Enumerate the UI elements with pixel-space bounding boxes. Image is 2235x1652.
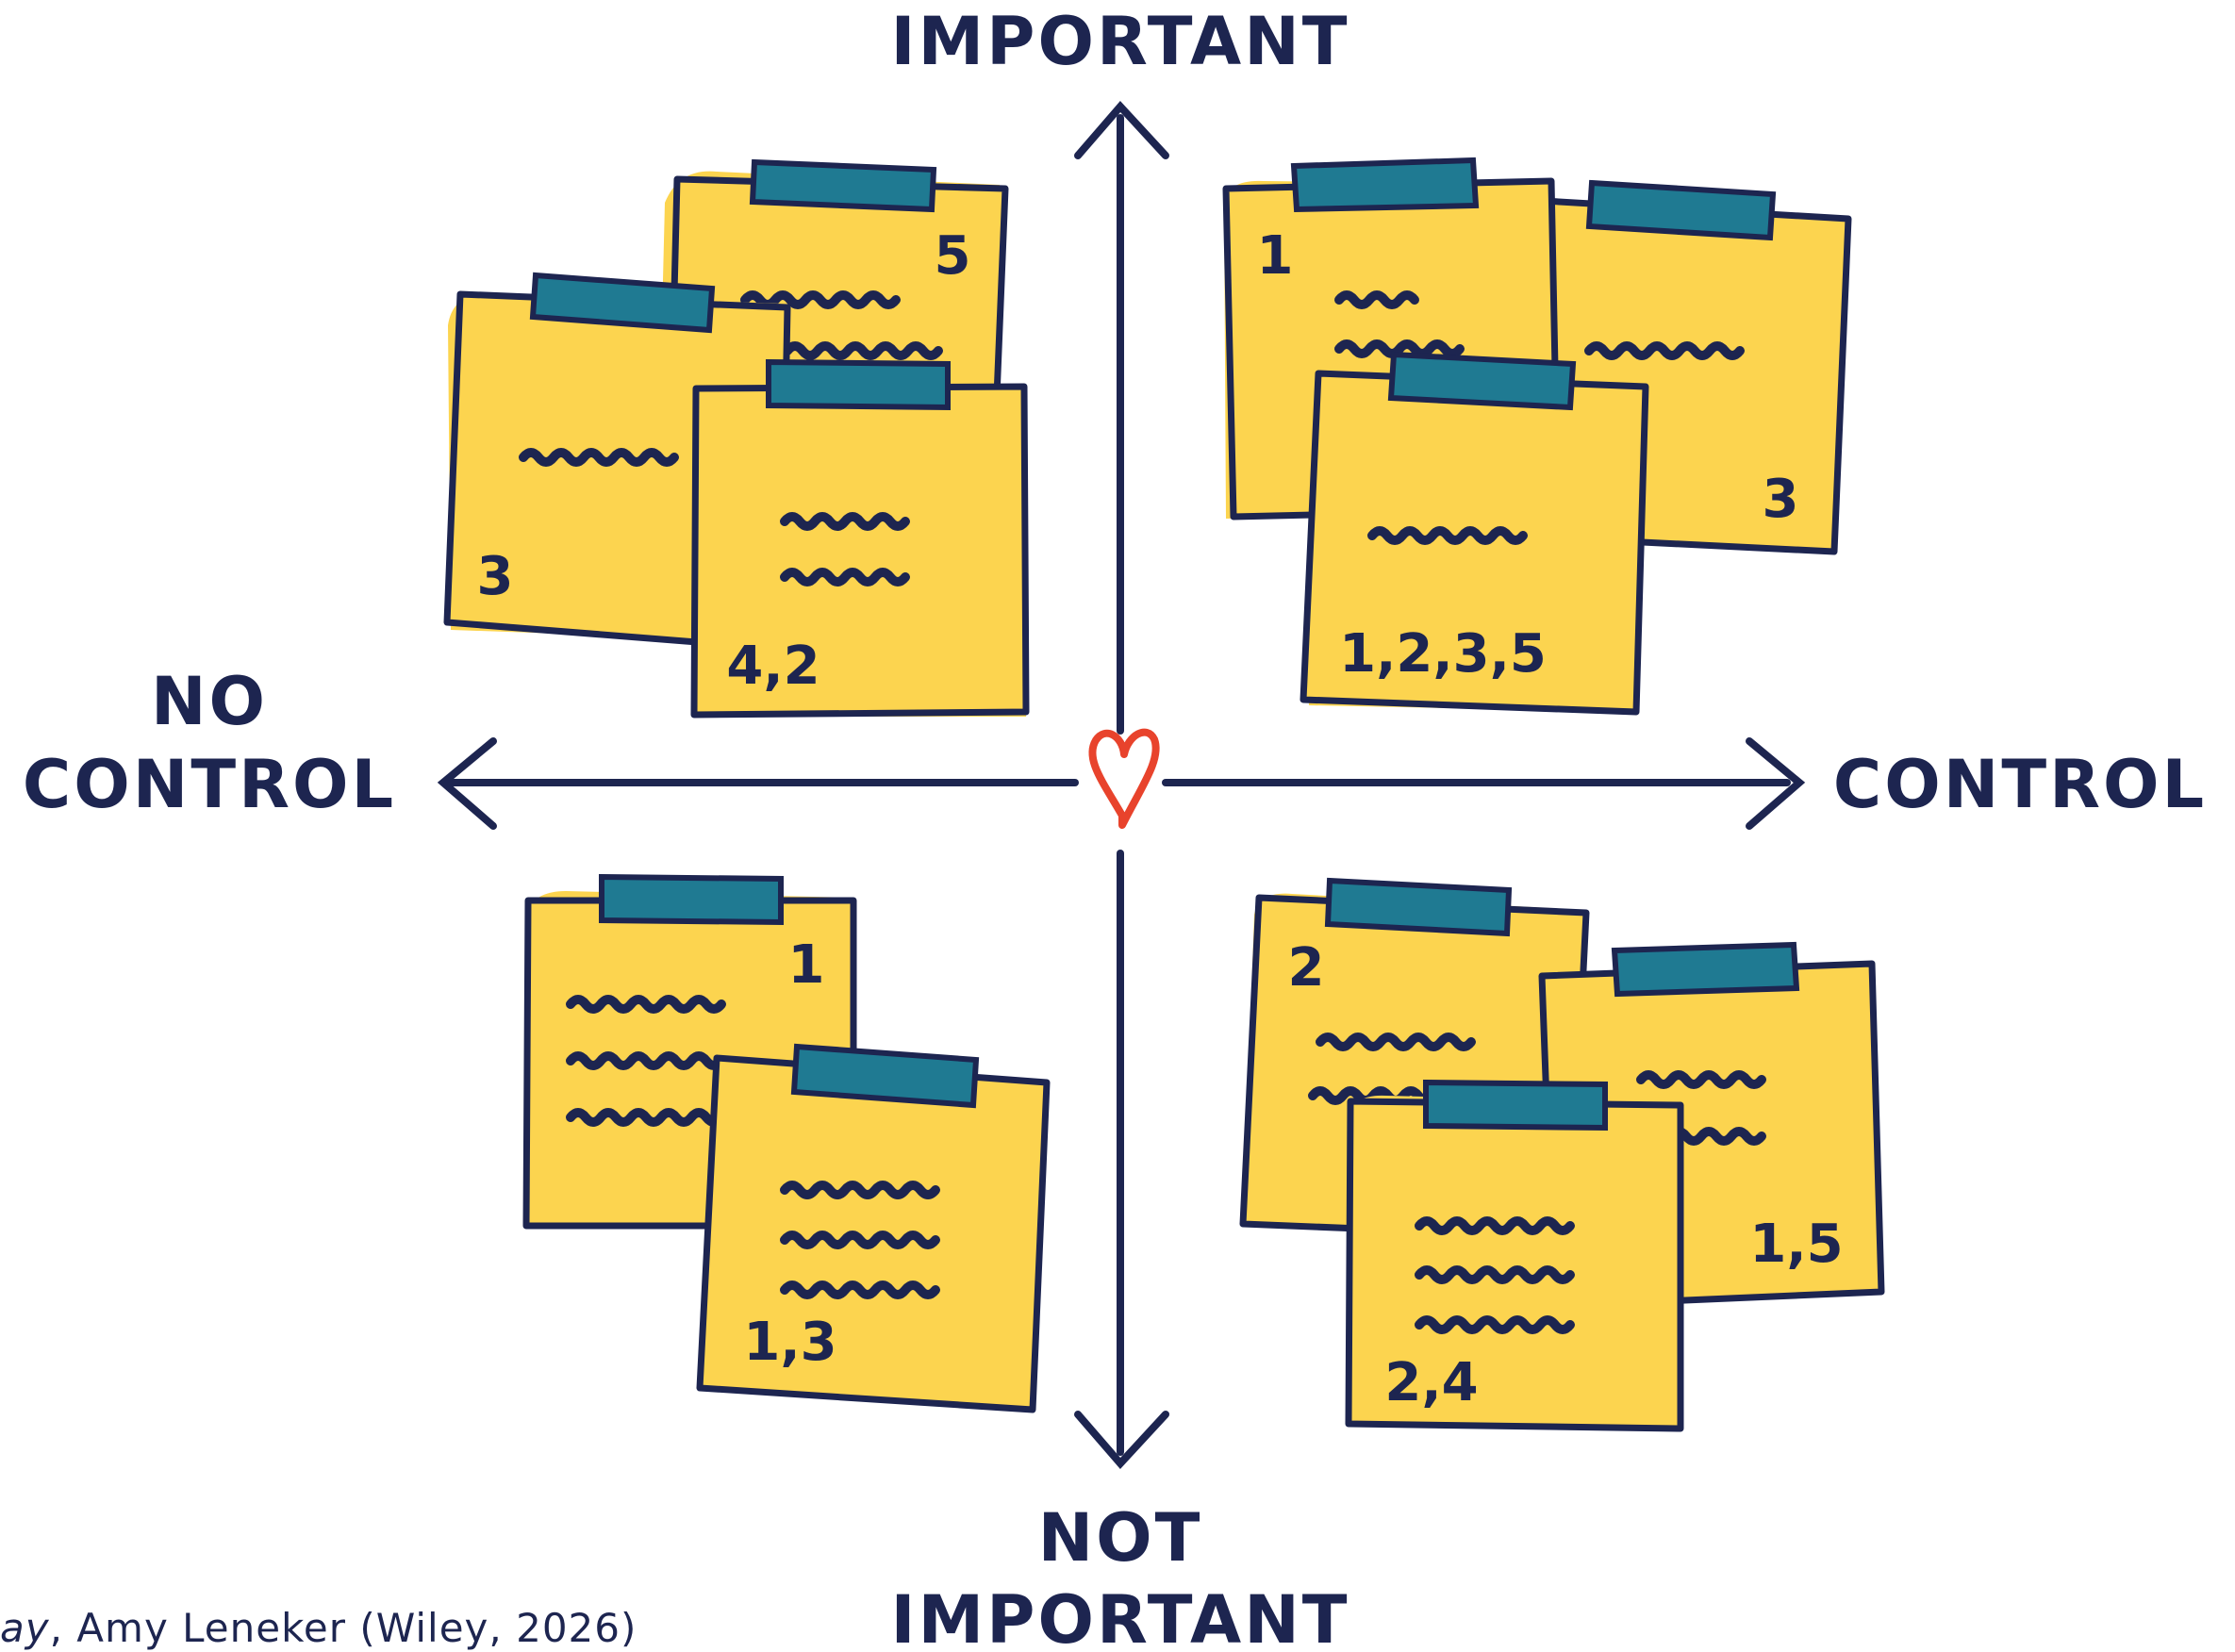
tape-icon <box>1585 179 1777 241</box>
note-number: 1,2,3,5 <box>1339 623 1547 685</box>
note-number: 5 <box>935 225 971 287</box>
tape-icon <box>766 358 951 411</box>
tape-icon <box>749 158 937 213</box>
label-no: NO <box>151 663 268 740</box>
note-number: 2 <box>1288 937 1325 999</box>
tape-icon <box>790 1043 980 1109</box>
arrow-left-icon <box>437 737 497 830</box>
arrow-right-icon <box>1746 737 1806 830</box>
tape-icon <box>1324 877 1513 937</box>
note-number: 4,2 <box>726 636 820 697</box>
heart-icon <box>1088 728 1160 829</box>
sticky-note: 1,2,3,5 <box>1300 351 1649 716</box>
credit-author: , Amy Leneker (Wiley, 2026) <box>49 1605 637 1651</box>
quadrant-top-right: 3 1 1,2,3,5 <box>1222 157 1852 716</box>
tape-icon <box>1423 1079 1608 1132</box>
arrow-down-icon <box>1074 1411 1169 1470</box>
note-number: 3 <box>477 546 514 607</box>
tape-icon <box>599 873 784 926</box>
tape-icon <box>1611 941 1800 998</box>
sticky-note: 1,3 <box>696 1043 1051 1413</box>
label-important: IMPORTANT <box>890 3 1349 80</box>
tape-icon <box>1387 351 1577 411</box>
note-number: 1 <box>1257 225 1294 287</box>
note-number: 2,4 <box>1384 1352 1478 1413</box>
tape-icon <box>1290 157 1480 213</box>
book-credit: ay, Amy Leneker (Wiley, 2026) <box>0 1605 637 1651</box>
note-number: 1,5 <box>1749 1214 1843 1275</box>
sticky-note: 4,2 <box>690 358 1030 719</box>
credit-title-fragment: ay <box>0 1605 50 1651</box>
quadrant-bottom-left: 1 1,3 <box>522 873 1051 1413</box>
label-no-control: CONTROL <box>23 746 396 823</box>
arrow-up-icon <box>1074 100 1169 159</box>
label-control: CONTROL <box>1833 746 2207 823</box>
label-not-important: IMPORTANT <box>890 1581 1349 1652</box>
sticky-note: 2,4 <box>1345 1079 1684 1432</box>
quadrant-bottom-right: 2 1,5 2,4 <box>1239 877 1885 1432</box>
note-number: 1,3 <box>743 1312 836 1373</box>
tape-icon <box>529 272 716 334</box>
note-number: 1 <box>788 934 825 996</box>
label-not: NOT <box>1038 1499 1203 1577</box>
quadrant-top-left: 5 3 4,2 <box>443 158 1030 719</box>
note-number: 3 <box>1763 469 1799 530</box>
